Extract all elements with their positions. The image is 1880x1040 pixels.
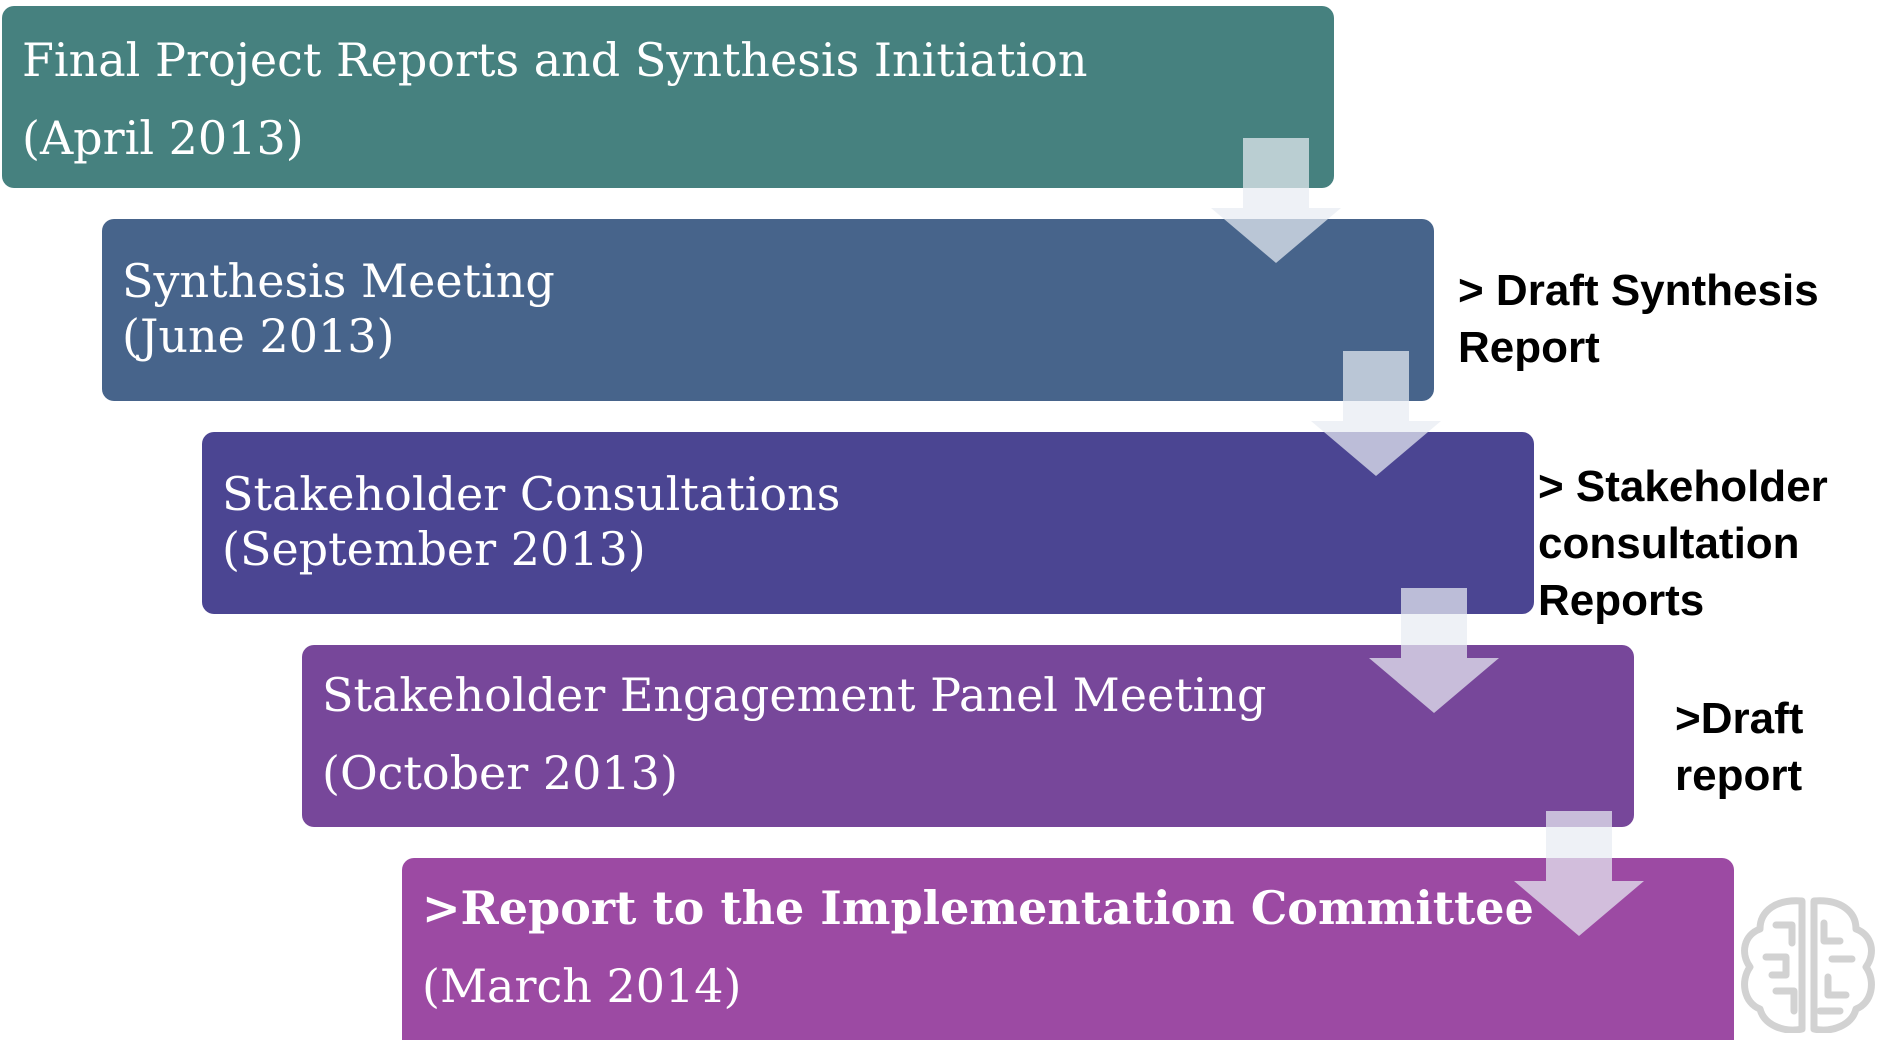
- step-title: Synthesis Meeting: [122, 254, 555, 308]
- step-report-to-implementation-committee: >Report to the Implementation Committee …: [402, 858, 1734, 1040]
- step-synthesis-meeting: Synthesis Meeting (June 2013): [102, 219, 1434, 401]
- output-stakeholder-consultation-reports: > Stakeholder consultation Reports: [1538, 458, 1828, 629]
- output-line: Report: [1458, 323, 1600, 372]
- step-stakeholder-consultations: Stakeholder Consultations (September 201…: [202, 432, 1534, 614]
- step-final-project-reports: Final Project Reports and Synthesis Init…: [2, 6, 1334, 188]
- output-line: Reports: [1538, 576, 1705, 625]
- output-line: consultation: [1538, 519, 1800, 568]
- output-line: report: [1675, 751, 1803, 800]
- down-arrow-icon: [1514, 811, 1644, 936]
- output-line: >Draft: [1675, 694, 1804, 743]
- down-arrow-icon: [1369, 588, 1499, 713]
- down-arrow-icon: [1311, 351, 1441, 476]
- down-arrow-icon: [1211, 138, 1341, 263]
- step-title: >Report to the Implementation Committee: [422, 881, 1534, 935]
- output-line: > Stakeholder: [1538, 462, 1828, 511]
- step-title: Stakeholder Engagement Panel Meeting: [322, 668, 1267, 722]
- brain-maze-logo-icon: [1741, 897, 1875, 1033]
- output-line: > Draft Synthesis: [1458, 266, 1819, 315]
- step-date: (September 2013): [222, 522, 646, 576]
- step-date: (June 2013): [122, 309, 395, 363]
- step-date: (March 2014): [422, 959, 742, 1013]
- step-date: (April 2013): [22, 111, 304, 165]
- step-date: (October 2013): [322, 746, 678, 800]
- output-draft-synthesis-report: > Draft Synthesis Report: [1458, 262, 1819, 376]
- step-title: Stakeholder Consultations: [222, 467, 841, 521]
- output-draft-report: >Draft report: [1675, 690, 1803, 804]
- step-title: Final Project Reports and Synthesis Init…: [22, 33, 1088, 87]
